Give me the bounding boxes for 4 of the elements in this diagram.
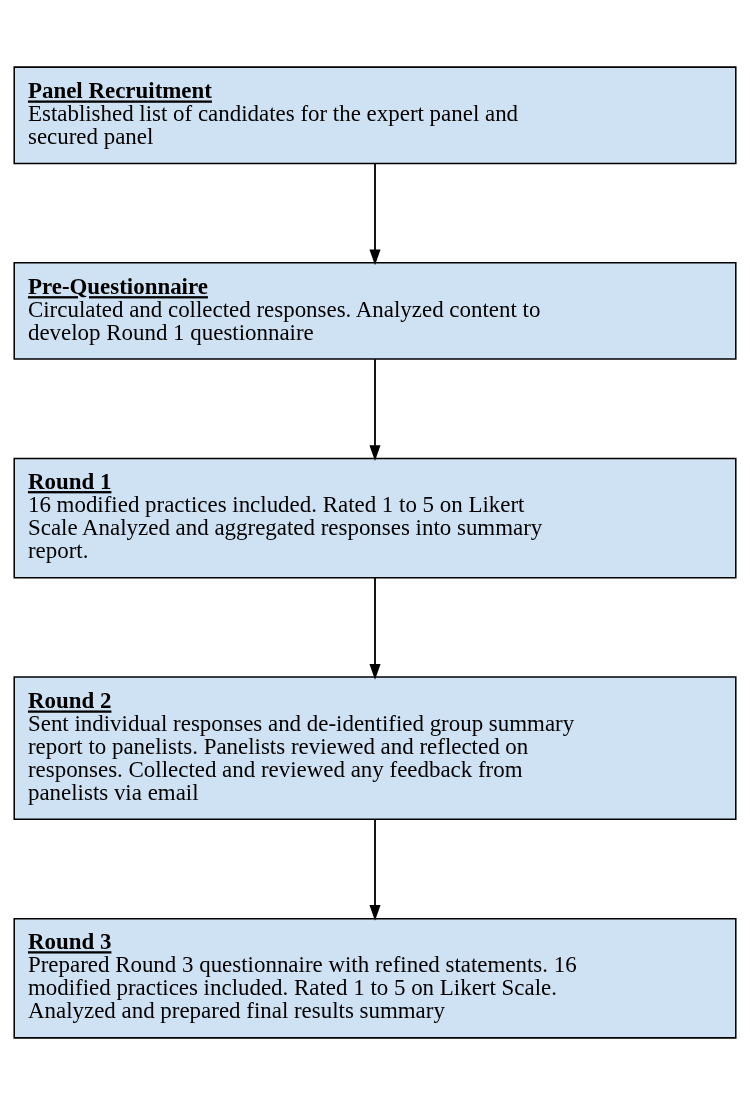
arrow (369, 358, 381, 462)
arrow (369, 162, 381, 266)
arrow (369, 577, 381, 680)
arrow (369, 818, 381, 921)
